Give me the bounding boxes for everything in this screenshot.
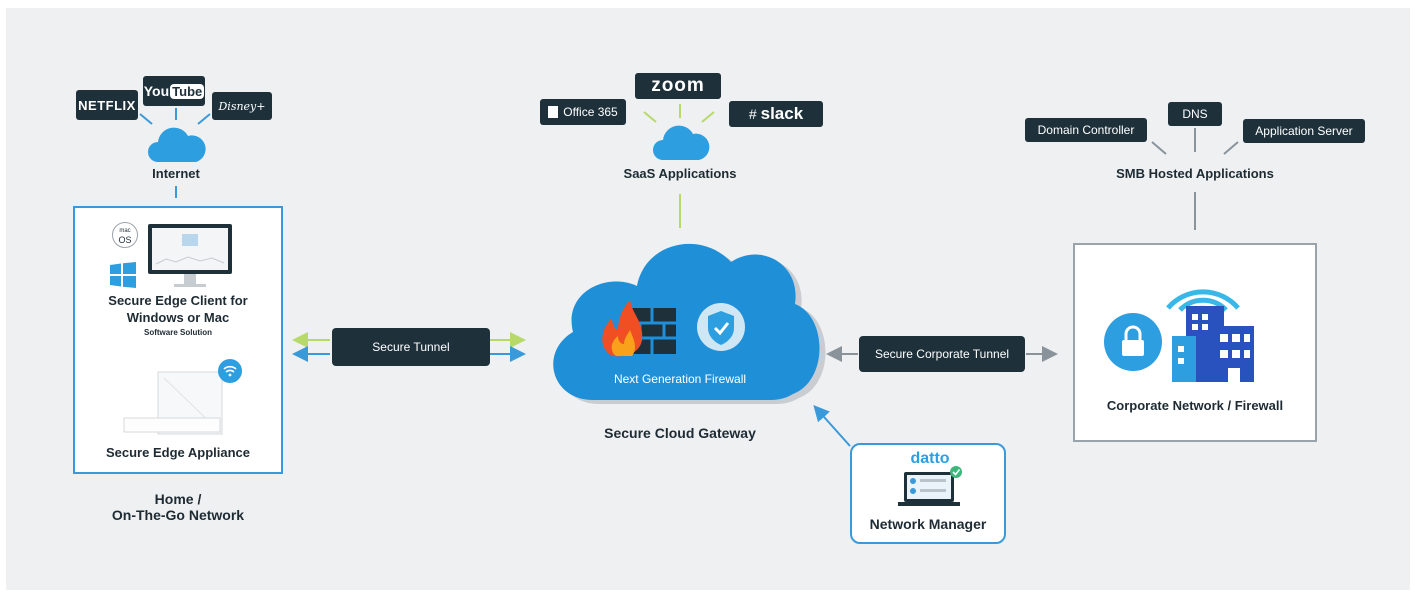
shield-icon xyxy=(697,303,745,351)
youtube-logo: You Tube xyxy=(143,76,205,106)
saas-applications-label: SaaS Applications xyxy=(623,166,737,181)
firewall-icon xyxy=(602,300,676,357)
secure-cloud-gateway-cloud xyxy=(553,243,826,404)
secure-cloud-gateway-label: Secure Cloud Gateway xyxy=(604,425,756,441)
zoom-logo: zoom xyxy=(635,73,721,99)
internet-cloud-icon xyxy=(148,127,206,162)
slack-logo: # slack xyxy=(729,101,823,127)
lock-icon xyxy=(1104,313,1162,371)
wifi-badge-icon xyxy=(218,359,242,383)
secure-edge-appliance-icon xyxy=(123,371,223,435)
windows-icon xyxy=(110,262,136,288)
dns-chip: DNS xyxy=(1168,102,1222,126)
desktop-monitor-icon xyxy=(148,224,232,287)
slack-icon: # xyxy=(748,106,757,122)
home-network-label-line2: On-The-Go Network xyxy=(111,507,245,523)
smb-hosted-applications-label: SMB Hosted Applications xyxy=(1116,166,1274,181)
macos-icon: mac OS xyxy=(112,222,138,248)
saas-cloud-icon xyxy=(653,125,710,160)
secure-corporate-tunnel-chip: Secure Corporate Tunnel xyxy=(859,336,1025,372)
domain-controller-chip: Domain Controller xyxy=(1025,118,1147,142)
network-manager-label: Network Manager xyxy=(869,516,987,532)
laptop-icon xyxy=(898,466,962,506)
office365-logo: Office 365 xyxy=(540,99,626,125)
secure-edge-client-title-line1: Secure Edge Client for xyxy=(108,293,248,308)
next-generation-firewall-label: Next Generation Firewall xyxy=(613,372,747,386)
office-building-icon xyxy=(1172,306,1254,382)
software-solution-label: Software Solution xyxy=(144,328,212,337)
application-server-chip: Application Server xyxy=(1243,119,1365,143)
office-icon xyxy=(548,106,559,118)
secure-edge-appliance-label: Secure Edge Appliance xyxy=(105,445,250,460)
netflix-logo: NETFLIX xyxy=(76,90,138,120)
secure-tunnel-chip: Secure Tunnel xyxy=(332,328,490,366)
secure-edge-client-title-line2: Windows or Mac xyxy=(126,310,230,325)
disney-plus-logo: Disney+ xyxy=(212,92,272,120)
home-network-label-line1: Home / xyxy=(154,491,202,507)
internet-label: Internet xyxy=(152,166,200,181)
corporate-network-label: Corporate Network / Firewall xyxy=(1106,398,1284,413)
datto-brand: datto xyxy=(910,450,950,467)
